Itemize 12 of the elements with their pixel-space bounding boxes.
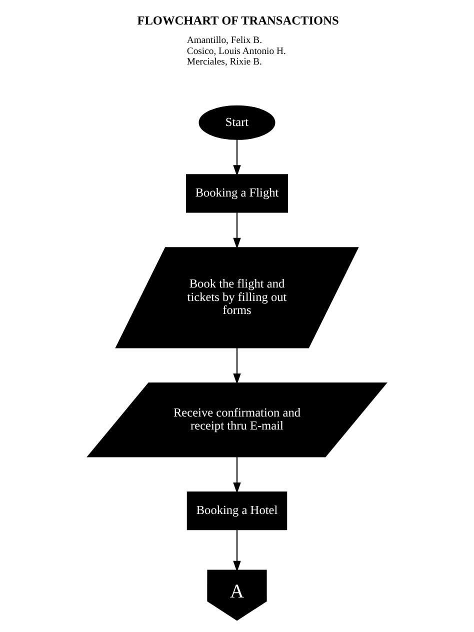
label: Amantillo, Felix B.: [186, 35, 262, 46]
node-ellipse: Start: [198, 105, 276, 140]
arrow: [233, 140, 241, 176]
diagram-title: FLOWCHART OF TRANSACTIONS: [137, 13, 339, 28]
node-box: Booking a Hotel: [186, 492, 288, 530]
arrow: [233, 530, 241, 572]
label: Cosico, Louis Antonio H.: [186, 46, 286, 57]
arrow: [233, 457, 241, 494]
node-box: Booking a Flight: [186, 174, 288, 213]
label: Merciales, Rixie B.: [186, 56, 262, 68]
arrow: [233, 348, 241, 385]
arrow: [233, 212, 241, 249]
